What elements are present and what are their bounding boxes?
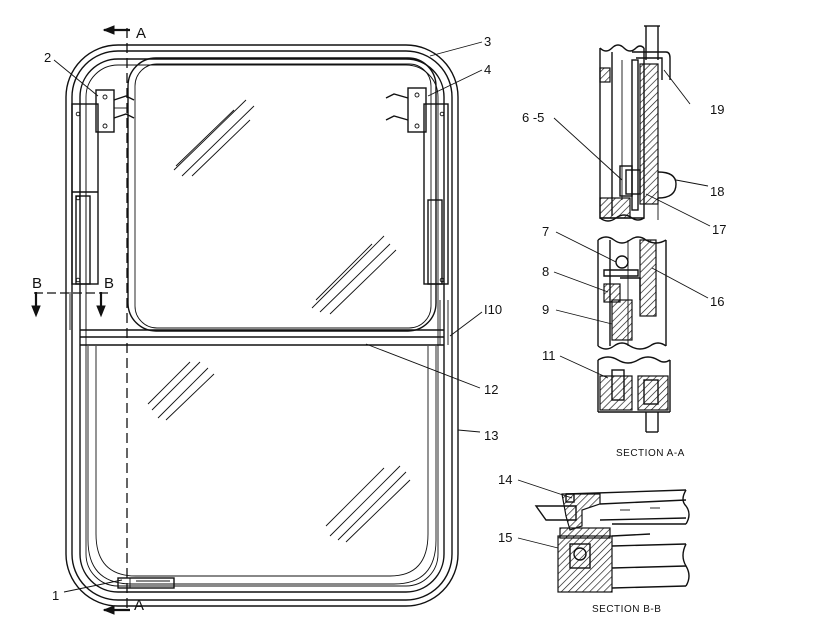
callout-15: 15 (498, 530, 512, 545)
callout-18: 18 (710, 184, 724, 199)
section-marker-a-top: A (136, 25, 146, 42)
bottom-sash-lock (117, 577, 175, 589)
lower-sash (87, 346, 437, 585)
section-marker-b-left: B (32, 275, 42, 292)
callout-8: 8 (542, 264, 549, 279)
section-aa-drawing (597, 25, 677, 433)
callout-12: 12 (484, 382, 498, 397)
callout-3: 3 (484, 34, 491, 49)
callout-6-5: 6 -5 (522, 110, 544, 125)
callout-16: 16 (710, 294, 724, 309)
callout-14: 14 (498, 472, 512, 487)
callout-1: 1 (52, 588, 59, 603)
upper-sash (127, 57, 437, 332)
section-marker-a-bottom: A (134, 597, 144, 614)
section-bb-drawing (534, 489, 690, 593)
right-sash-latch (385, 87, 427, 133)
callout-13: 13 (484, 428, 498, 443)
window-frame (65, 44, 459, 607)
callout-10: I10 (484, 302, 502, 317)
right-balance-channel (423, 103, 449, 285)
meeting-rail (80, 300, 449, 346)
left-sash-latch (95, 89, 135, 133)
callout-7: 7 (542, 224, 549, 239)
callout-11: 11 (542, 348, 556, 363)
callout-19: 19 (710, 102, 724, 117)
callout-leaders (53, 41, 711, 593)
section-line-aa (102, 25, 130, 615)
left-balance-channel (69, 103, 99, 330)
glass-reflection-marks (147, 99, 411, 543)
callout-2: 2 (44, 50, 51, 65)
callout-9: 9 (542, 302, 549, 317)
caption-section-bb: SECTION B-B (592, 604, 661, 615)
caption-section-aa: SECTION A-A (616, 448, 685, 459)
section-line-bb (31, 292, 112, 318)
callout-4: 4 (484, 62, 491, 77)
callout-17: 17 (712, 222, 726, 237)
section-marker-b-right: B (104, 275, 114, 292)
